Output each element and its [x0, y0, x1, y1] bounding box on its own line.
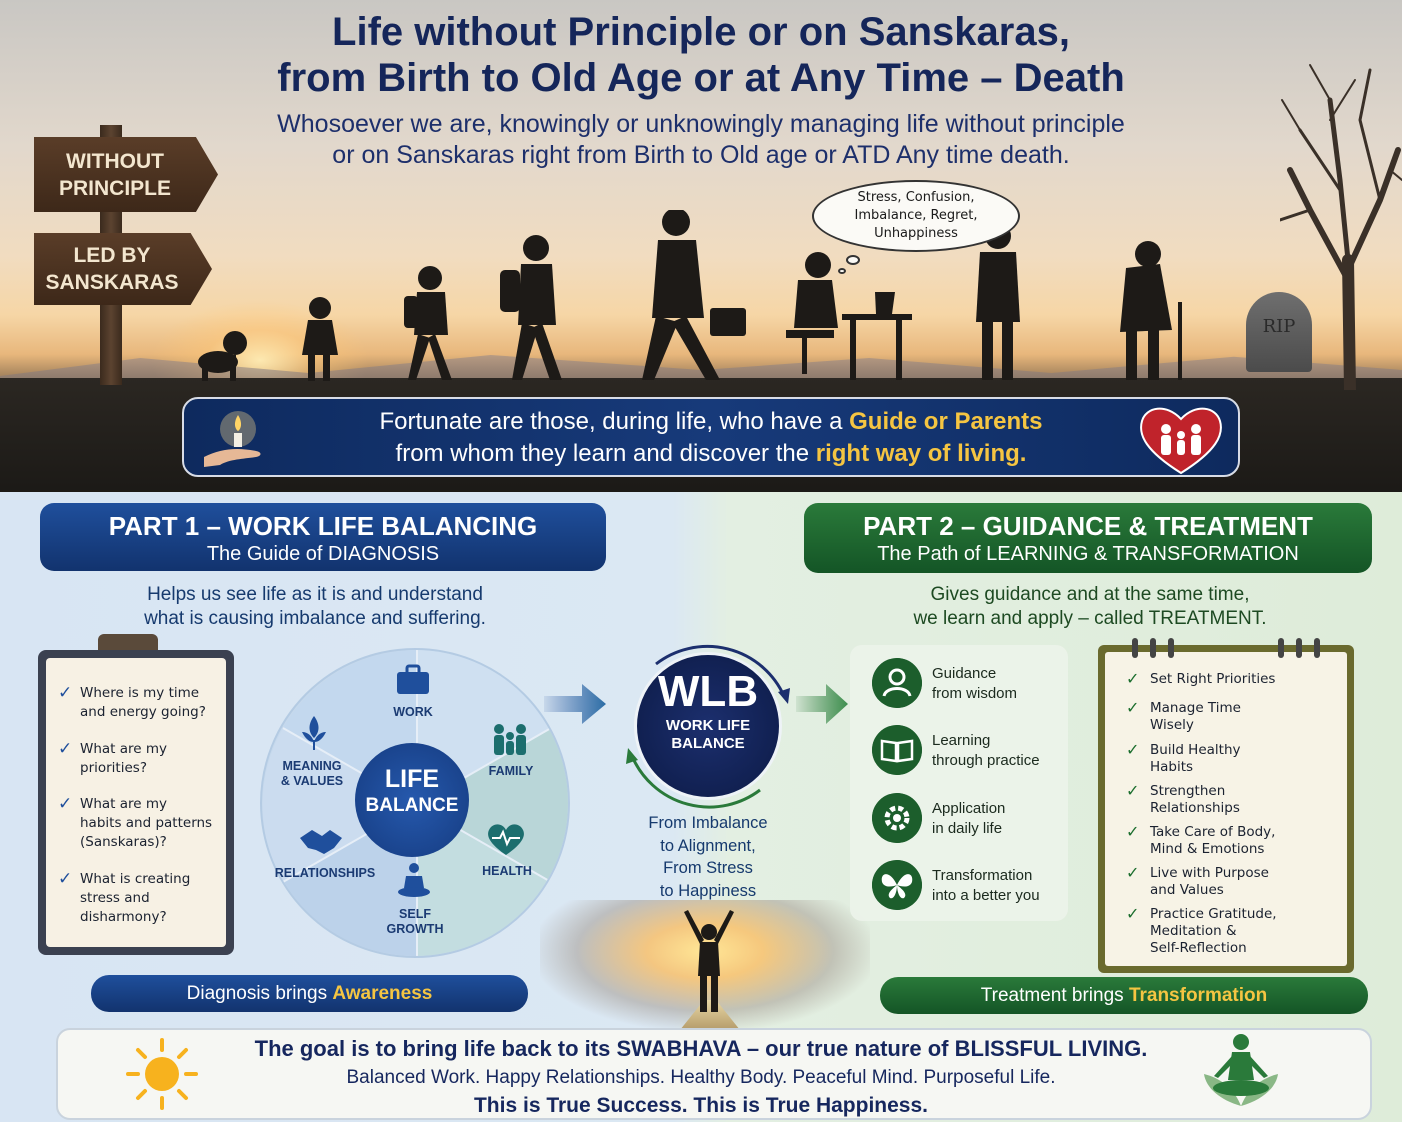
check-icon: ✓	[1126, 669, 1140, 688]
notepad-ring	[1296, 638, 1302, 658]
life-balance-center-line1: LIFE	[384, 765, 440, 793]
check-icon: ✓	[1126, 698, 1140, 717]
arrow-right-icon	[796, 684, 848, 724]
plant-sprout-icon	[302, 716, 326, 750]
awareness-highlight: Awareness	[332, 983, 433, 1004]
sign-led-by-sanskaras: LED BY SANSKARAS	[34, 233, 212, 305]
tombstone: RIP	[1246, 292, 1312, 372]
check-icon: ✓	[58, 739, 73, 759]
thought-dot	[838, 268, 846, 274]
thought-line1: Stress, Confusion,	[857, 190, 975, 205]
handshake-icon	[300, 830, 342, 854]
cycle-arrows-icon	[626, 644, 790, 809]
check-icon: ✓	[1126, 781, 1140, 800]
part2-desc-line2: we learn and apply – called TREATMENT.	[913, 608, 1267, 629]
sign2-line1: LED BY	[73, 244, 151, 267]
thought-bubble: Stress, Confusion, Imbalance, Regret, Un…	[812, 180, 1020, 252]
treatment-transformation-pill: Treatment brings Transformation	[880, 977, 1368, 1014]
family-icon	[494, 724, 526, 755]
family-heart-icon	[1140, 407, 1222, 475]
banner-line1: Fortunate are those, during life, who ha…	[379, 408, 1043, 435]
bare-tree-icon	[1280, 64, 1402, 390]
treatment-notepad	[1098, 645, 1354, 973]
subtitle-line2: or on Sanskaras right from Birth to Old …	[332, 141, 1070, 169]
part2-title: PART 2 – GUIDANCE & TREATMENT	[863, 511, 1313, 541]
footer-values-line: Balanced Work. Happy Relationships. Heal…	[346, 1067, 1056, 1088]
sign1-line1: WITHOUT	[66, 149, 164, 173]
butterfly-icon	[872, 860, 922, 910]
notepad-ring	[1150, 638, 1156, 658]
check-icon: ✓	[1126, 822, 1140, 841]
wheel-label-relationships: RELATIONSHIPS	[274, 866, 376, 880]
wheel-label-meaning: MEANING& VALUES	[280, 759, 344, 788]
lotus-meditation-icon	[1204, 1034, 1278, 1106]
part2-desc-line1: Gives guidance and at the same time,	[930, 584, 1250, 605]
part1-desc-line1: Helps us see life as it is and understan…	[147, 584, 483, 605]
briefcase-icon	[397, 664, 429, 694]
banner-line2: from whom they learn and discover the ri…	[395, 440, 1027, 467]
notepad-ring	[1278, 638, 1284, 658]
check-icon: ✓	[1126, 863, 1140, 882]
check-icon: ✓	[1126, 740, 1140, 759]
wlb-title: WLB	[657, 667, 759, 716]
check-icon: ✓	[58, 794, 73, 814]
sign-without-principle: WITHOUT PRINCIPLE	[34, 137, 218, 212]
arrow-right-icon	[544, 684, 606, 724]
life-balance-center: LIFE BALANCE	[355, 743, 469, 857]
health-heart-icon	[488, 824, 524, 855]
check-icon: ✓	[58, 869, 73, 889]
part1-subtitle: The Guide of DIAGNOSIS	[206, 543, 440, 565]
footer-goal-line: The goal is to bring life back to its SW…	[254, 1036, 1148, 1061]
thought-line2: Imbalance, Regret,	[854, 208, 978, 223]
thought-line3: Unhappiness	[874, 226, 958, 241]
sign1-line2: PRINCIPLE	[58, 176, 171, 200]
hero-scene: WITHOUT PRINCIPLE LED BY SANSKARAS Stress,…	[0, 0, 1402, 492]
part1-desc-line2: what is causing imbalance and suffering.	[144, 608, 486, 629]
notepad-ring	[1314, 638, 1320, 658]
notepad-ring	[1132, 638, 1138, 658]
page-title-line1: Life without Principle or on Sanskaras,	[332, 10, 1070, 54]
footer-success-line: This is True Success. This is True Happi…	[473, 1094, 928, 1117]
hand-candle-icon	[204, 411, 261, 467]
sun-icon	[126, 1038, 198, 1110]
part2-description: Gives guidance and at the same time, we …	[840, 583, 1340, 631]
footer-goal-panel	[56, 1028, 1372, 1120]
part1-header: PART 1 – WORK LIFE BALANCING The Guide o…	[40, 503, 606, 571]
person-icon	[872, 658, 922, 708]
transformation-highlight: Transformation	[1128, 985, 1268, 1006]
person-arms-raised-icon	[684, 910, 734, 1012]
check-icon: ✓	[58, 683, 73, 703]
wheel-label-family: FAMILY	[488, 764, 534, 778]
gear-icon	[872, 793, 922, 843]
banner-highlight-guide: Guide or Parents	[849, 408, 1043, 435]
tombstone-text: RIP	[1262, 316, 1296, 337]
wheel-label-health: HEALTH	[482, 864, 532, 878]
page-title-line2: from Birth to Old Age or at Any Time – D…	[277, 56, 1125, 100]
part1-title: PART 1 – WORK LIFE BALANCING	[108, 511, 538, 541]
part1-description: Helps us see life as it is and understan…	[60, 583, 570, 631]
diagnosis-awareness-pill: Diagnosis brings Awareness	[91, 975, 528, 1012]
part2-header: PART 2 – GUIDANCE & TREATMENT The Path o…	[804, 503, 1372, 573]
diagnosis-clipboard	[38, 650, 234, 955]
guide-banner: Fortunate are those, during life, who ha…	[182, 397, 1240, 477]
part2-subtitle: The Path of LEARNING & TRANSFORMATION	[877, 543, 1299, 565]
thought-dot	[846, 255, 860, 265]
wheel-label-work: WORK	[393, 705, 433, 719]
subtitle-line1: Whosoever we are, knowingly or unknowing…	[277, 110, 1125, 138]
meditation-icon	[398, 863, 430, 897]
notepad-ring	[1168, 638, 1174, 658]
book-icon	[872, 725, 922, 775]
banner-highlight-living: right way of living.	[815, 440, 1027, 467]
life-balance-center-line2: BALANCE	[365, 795, 459, 816]
life-stages-silhouettes	[198, 210, 1182, 381]
sign2-line2: SANSKARAS	[45, 271, 179, 294]
check-icon: ✓	[1126, 904, 1140, 923]
